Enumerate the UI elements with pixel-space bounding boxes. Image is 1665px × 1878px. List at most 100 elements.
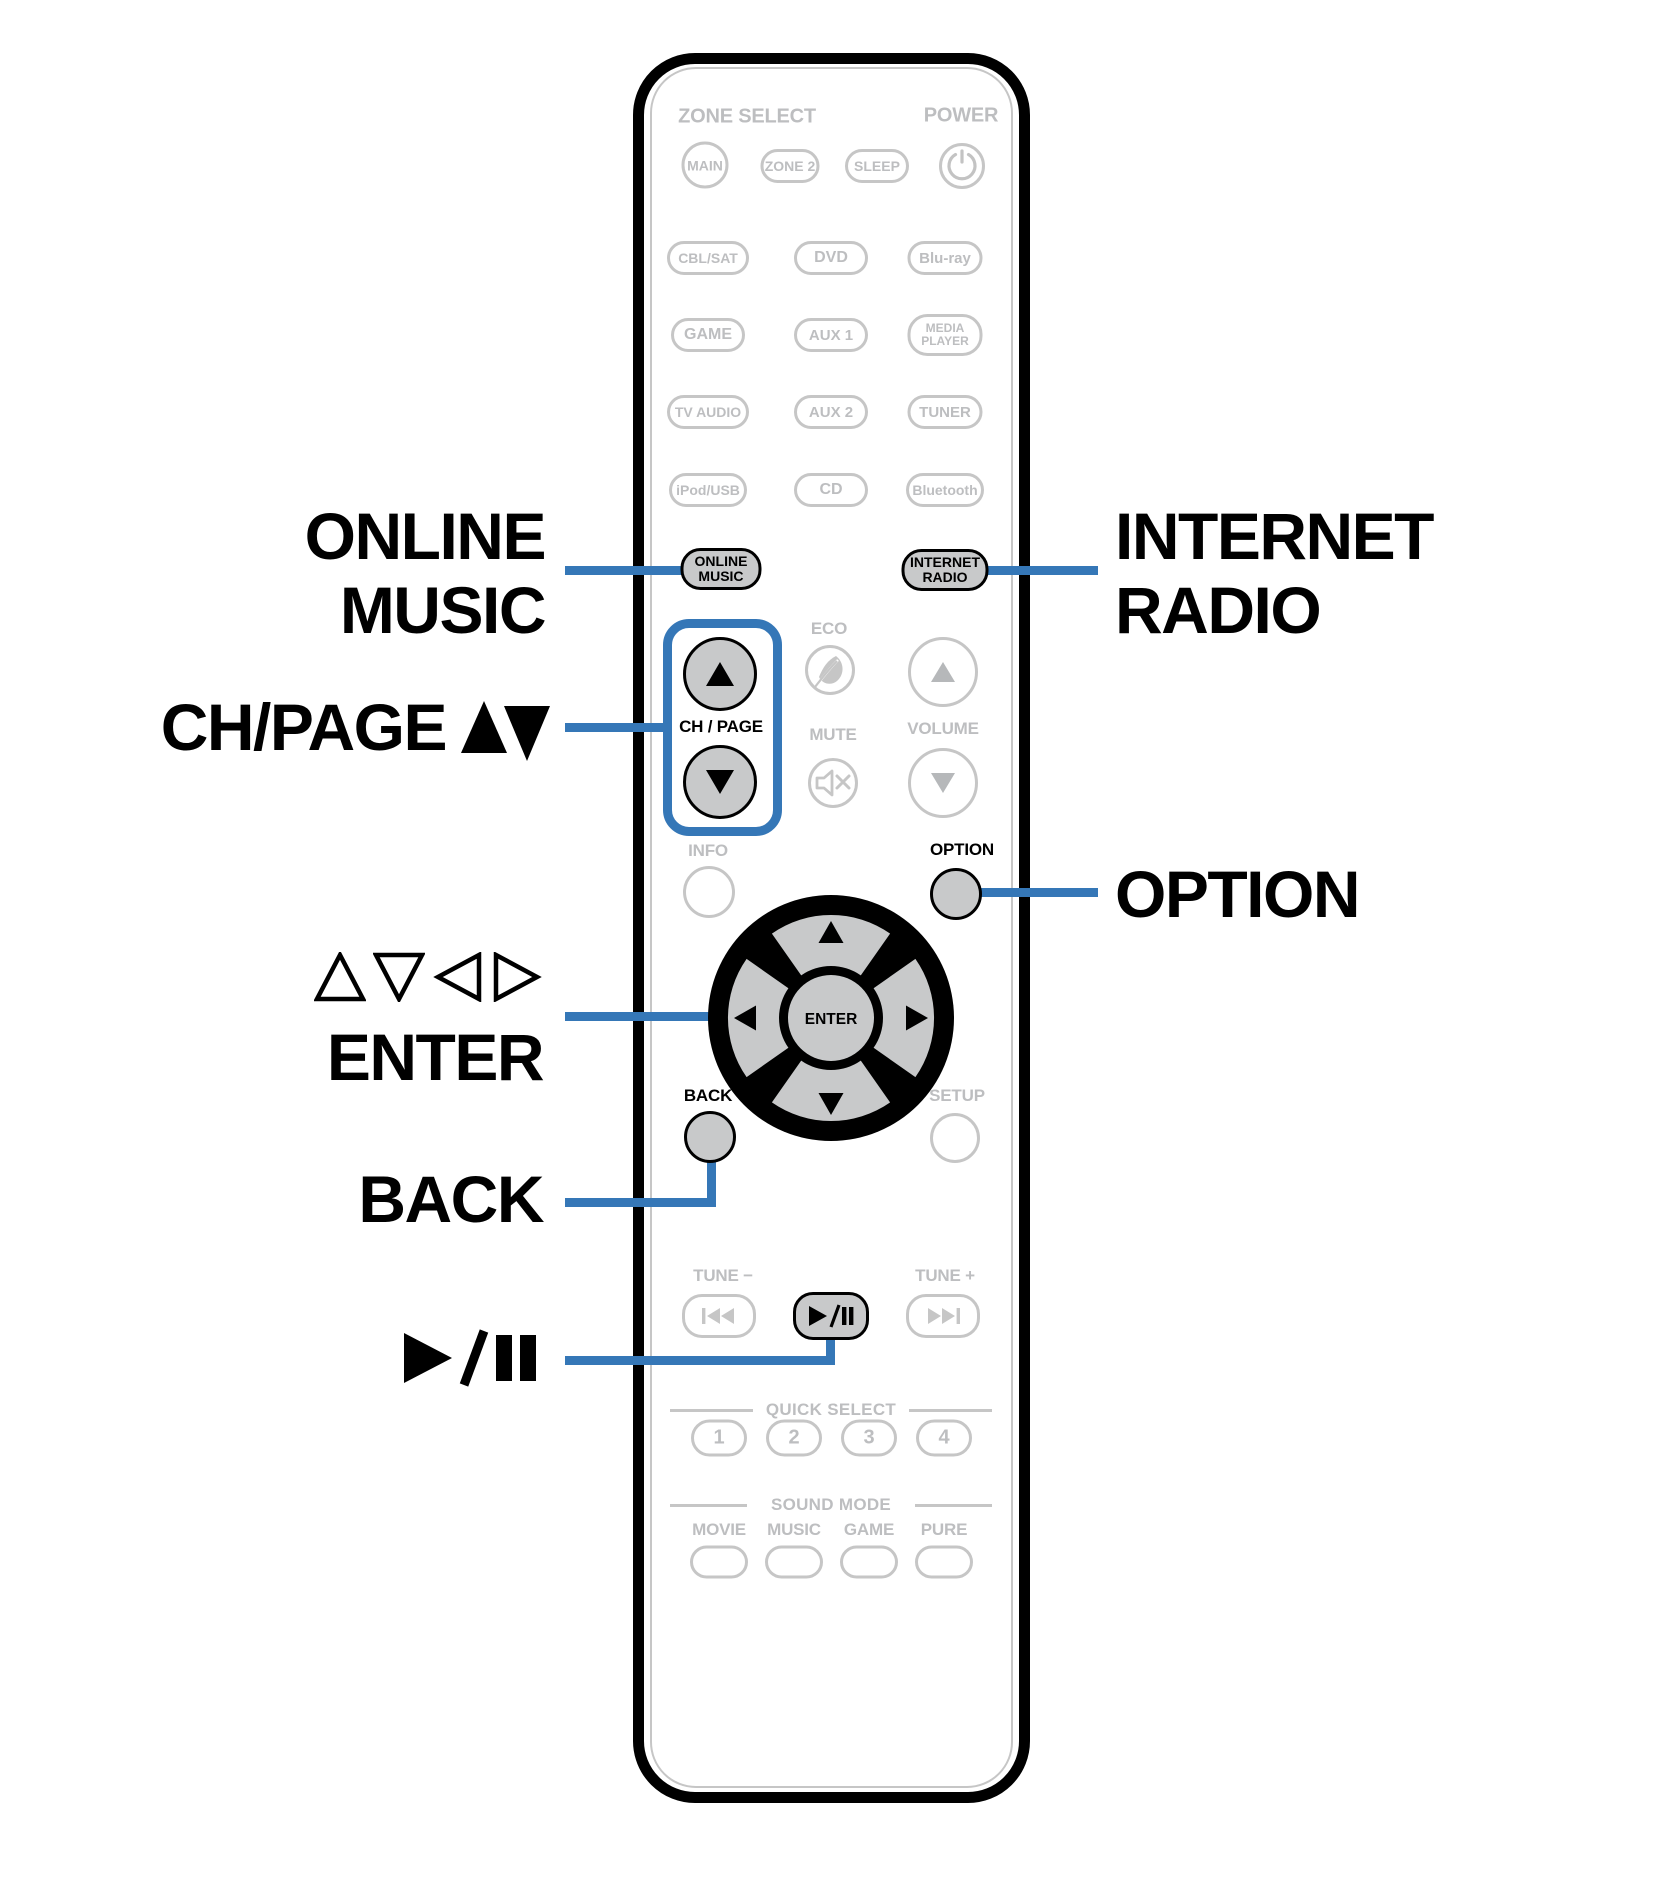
callout-option: OPTION [1115, 857, 1361, 931]
sound-mode-pure-label: PURE [920, 1520, 968, 1539]
sound-mode-music-button[interactable] [765, 1545, 823, 1579]
source-aux2-button[interactable]: AUX 2 [794, 395, 868, 429]
sound-mode-game-button[interactable] [840, 1545, 898, 1579]
right-outline-arrow-icon [493, 952, 542, 1002]
source-aux1-button[interactable]: AUX 1 [794, 318, 868, 352]
option-label: OPTION [930, 840, 994, 859]
down-outline-arrow-icon [373, 952, 425, 1002]
cursor-pad: ENTER [708, 895, 954, 1141]
back-button[interactable] [684, 1111, 736, 1163]
callout-online-music-line1: ONLINE [304, 499, 547, 573]
callout-back-text: BACK [358, 1162, 544, 1236]
ch-page-down-button[interactable] [683, 745, 757, 819]
cursor-arrows-row [314, 952, 543, 1002]
volume-up-icon [931, 662, 955, 682]
callout-line-option [978, 888, 1098, 897]
source-blu-ray-button[interactable]: Blu-ray [907, 241, 983, 275]
source-media-player-button[interactable]: MEDIA PLAYER [907, 314, 983, 356]
skip-back-icon [702, 1308, 734, 1324]
source-cbl-sat-button[interactable]: CBL/SAT [667, 241, 749, 275]
power-icon [947, 149, 977, 181]
callout-option-text: OPTION [1115, 857, 1361, 931]
quick-select-3-button[interactable]: 3 [841, 1419, 897, 1457]
power-button[interactable] [939, 143, 985, 189]
info-button[interactable] [683, 866, 735, 918]
source-tv-audio-button[interactable]: TV AUDIO [667, 395, 749, 429]
back-label: BACK [683, 1086, 733, 1105]
quick-select-1-button[interactable]: 1 [691, 1419, 747, 1457]
sleep-button[interactable]: SLEEP [845, 149, 909, 183]
play-pause-icon [809, 1304, 854, 1328]
callout-line-ch-page [565, 723, 669, 732]
left-outline-arrow-icon [433, 952, 482, 1002]
skip-forward-button[interactable] [906, 1294, 980, 1338]
online-music-button[interactable]: ONLINE MUSIC [680, 548, 762, 590]
callout-internet-radio: INTERNET RADIO [1115, 499, 1435, 647]
quick-select-4-button[interactable]: 4 [916, 1419, 972, 1457]
callout-line-back [565, 1198, 716, 1207]
cursor-right-icon [906, 1005, 928, 1031]
setup-label: SETUP [929, 1086, 985, 1105]
internet-radio-line1: INTERNET [910, 554, 980, 570]
power-label: POWER [923, 104, 999, 127]
volume-down-button[interactable] [908, 748, 978, 818]
mute-button[interactable] [808, 758, 858, 808]
skip-back-button[interactable] [682, 1294, 756, 1338]
source-game-button[interactable]: GAME [671, 318, 745, 352]
cursor-down-icon [818, 1093, 844, 1115]
eco-label: ECO [810, 619, 848, 638]
cursor-up-icon [818, 921, 844, 943]
callout-line-play [565, 1356, 835, 1365]
quick-select-2-button[interactable]: 2 [766, 1419, 822, 1457]
source-tuner-button[interactable]: TUNER [907, 395, 983, 429]
volume-up-button[interactable] [908, 637, 978, 707]
callout-ch-page: CH/PAGE [161, 690, 550, 764]
callout-line-internet-radio [986, 566, 1098, 575]
callout-internet-radio-line1: INTERNET [1115, 499, 1435, 573]
info-label: INFO [688, 841, 728, 860]
callout-ch-page-text: CH/PAGE [160, 690, 448, 764]
callout-cursor-enter: ENTER [314, 952, 545, 1094]
eco-button[interactable] [805, 645, 855, 695]
sound-mode-rule-right [915, 1504, 992, 1507]
skip-forward-icon [928, 1308, 960, 1324]
source-ipod-usb-button[interactable]: iPod/USB [669, 473, 747, 507]
zone-2-button[interactable]: ZONE 2 [760, 149, 820, 183]
cursor-up-button[interactable] [771, 914, 891, 976]
enter-button[interactable] [788, 975, 874, 1061]
callout-play-pause-icon [404, 1329, 536, 1387]
remote-inner-outline [650, 67, 1013, 1788]
cursor-down-button[interactable] [771, 1060, 891, 1122]
callout-line-back-vertical [707, 1158, 716, 1207]
option-button[interactable] [930, 868, 982, 920]
sound-mode-game-label: GAME [843, 1520, 895, 1539]
mute-icon [815, 769, 851, 797]
media-player-line2: PLAYER [921, 334, 969, 348]
sound-mode-movie-button[interactable] [690, 1545, 748, 1579]
ch-page-up-button[interactable] [683, 637, 757, 711]
source-bluetooth-button[interactable]: Bluetooth [906, 473, 984, 507]
up-arrow-icon [461, 701, 507, 753]
internet-radio-button[interactable]: INTERNET RADIO [901, 549, 989, 591]
zone-main-button[interactable]: MAIN [681, 141, 729, 189]
cursor-left-button[interactable] [728, 958, 789, 1078]
callout-line-online-music [565, 566, 685, 575]
down-arrow-icon [504, 705, 550, 761]
ch-page-down-icon [706, 770, 734, 794]
cursor-left-icon [734, 1005, 756, 1031]
play-pause-button[interactable] [793, 1292, 869, 1340]
media-player-line1: MEDIA [925, 321, 965, 335]
source-cd-button[interactable]: CD [794, 473, 868, 507]
up-outline-arrow-icon [314, 952, 366, 1002]
callout-enter-text: ENTER [326, 1020, 545, 1094]
source-dvd-button[interactable]: DVD [794, 241, 868, 275]
cursor-right-button[interactable] [873, 958, 934, 1078]
volume-down-icon [931, 773, 955, 793]
setup-button[interactable] [930, 1113, 980, 1163]
quick-select-label: QUICK SELECT [765, 1400, 897, 1419]
callout-line-enter [565, 1012, 715, 1021]
sound-mode-pure-button[interactable] [915, 1545, 973, 1579]
callout-internet-radio-line2: RADIO [1115, 573, 1322, 647]
ch-page-label: CH / PAGE [679, 717, 763, 736]
